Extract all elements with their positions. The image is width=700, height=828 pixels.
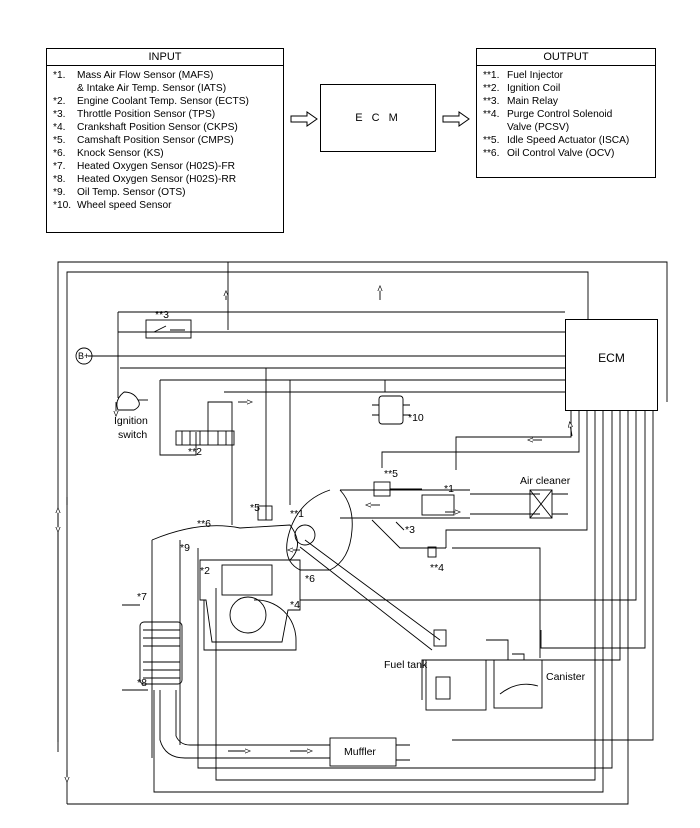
callout-ignition-coil: **2 xyxy=(188,446,203,458)
input-to-ecm-arrow xyxy=(290,111,318,127)
output-list-item-text: Valve (PCSV) xyxy=(507,122,570,133)
isca-shape xyxy=(373,481,391,497)
output-list-item: **6. Oil Control Valve (OCV) xyxy=(483,147,651,160)
output-box: OUTPUT **1. Fuel Injector **2. Ignition Coi… xyxy=(476,48,656,178)
output-list-item-code: **1. xyxy=(483,70,500,81)
input-list-item: *9. Oil Temp. Sensor (OTS) xyxy=(53,186,279,199)
input-list-item: *5. Camshaft Position Sensor (CMPS) xyxy=(53,134,279,147)
output-list-item-text: Purge Control Solenoid xyxy=(507,109,613,120)
output-list-item: **1. Fuel Injector xyxy=(483,69,651,82)
mafs-shape xyxy=(421,494,455,516)
input-list-item-text: Crankshaft Position Sensor (CKPS) xyxy=(77,122,238,133)
output-list-item: **5. Idle Speed Actuator (ISCA) xyxy=(483,134,651,147)
ignition-label-1: Ignition xyxy=(114,415,148,427)
output-list-item-text: Fuel Injector xyxy=(507,70,564,81)
output-list-item-text: Main Relay xyxy=(507,96,558,107)
ignition-coil-shape xyxy=(175,430,235,446)
wheel-speed-sensor-shape xyxy=(378,395,404,425)
callout-ects: *2 xyxy=(200,565,210,577)
fuel-tank-shape xyxy=(425,659,487,711)
ecm-to-output-arrow xyxy=(442,111,470,127)
input-list-item-text: Camshaft Position Sensor (CMPS) xyxy=(77,135,234,146)
callout-ots: *9 xyxy=(180,542,190,554)
input-list-item: *2. Engine Coolant Temp. Sensor (ECTS) xyxy=(53,95,279,108)
input-box-title: INPUT xyxy=(47,49,283,66)
air-cleaner-label: Air cleaner xyxy=(520,475,571,487)
input-list-item-code: *5. xyxy=(53,135,66,146)
input-list-item-code: *10. xyxy=(53,200,72,211)
callout-pcsv: **4 xyxy=(430,562,445,574)
input-list-item-text: Mass Air Flow Sensor (MAFS) xyxy=(77,70,214,81)
output-list-item-code: **4. xyxy=(483,109,500,120)
input-list-item-text: Throttle Position Sensor (TPS) xyxy=(77,109,216,120)
input-list-item-text: Engine Coolant Temp. Sensor (ECTS) xyxy=(77,96,249,107)
cmps-shape xyxy=(257,505,273,521)
input-list-item-text: Heated Oxygen Sensor (H02S)-RR xyxy=(77,174,237,185)
callout-isca: **5 xyxy=(384,468,399,480)
input-list: *1. Mass Air Flow Sensor (MAFS) & Intake A… xyxy=(47,69,283,212)
battery-shape xyxy=(75,347,93,365)
input-list-item-text: Knock Sensor (KS) xyxy=(77,148,164,159)
main-relay-shape xyxy=(145,319,192,339)
input-list-item-text: & Intake Air Temp. Sensor (IATS) xyxy=(77,83,227,94)
input-list-item-code: *9. xyxy=(53,187,66,198)
fuel-tank-label: Fuel tank xyxy=(384,659,428,671)
input-list-item: & Intake Air Temp. Sensor (IATS) xyxy=(53,82,279,95)
canister-label: Canister xyxy=(546,671,586,683)
output-list-item: **2. Ignition Coil xyxy=(483,82,651,95)
pcsv-shape xyxy=(427,546,437,558)
battery-label: B+ xyxy=(78,351,90,361)
input-list-item-code: *3. xyxy=(53,109,66,120)
input-list-item-code: *6. xyxy=(53,148,66,159)
callout-o2-rear: *8 xyxy=(137,677,147,689)
input-list-item: *8. Heated Oxygen Sensor (H02S)-RR xyxy=(53,173,279,186)
output-list: **1. Fuel Injector **2. Ignition Coil **3. Ma… xyxy=(477,69,655,160)
engine-block-shape xyxy=(199,559,301,643)
callout-main-relay: **3 xyxy=(155,309,170,321)
input-list-item-code: *2. xyxy=(53,96,66,107)
output-list-item: **3. Main Relay xyxy=(483,95,651,108)
canister-shape xyxy=(493,659,543,709)
callout-ckps: *4 xyxy=(290,599,300,611)
output-list-item-text: Oil Control Valve (OCV) xyxy=(507,148,615,159)
output-list-item-text: Ignition Coil xyxy=(507,83,561,94)
callout-wheel-speed: *10 xyxy=(408,412,424,424)
callout-o2-front: *7 xyxy=(137,591,147,603)
callout-ocv: **6 xyxy=(197,518,212,530)
input-list-item-text: Heated Oxygen Sensor (H02S)-FR xyxy=(77,161,235,172)
output-list-item: Valve (PCSV) xyxy=(483,121,651,134)
input-box: INPUT *1. Mass Air Flow Sensor (MAFS) & In… xyxy=(46,48,284,233)
input-list-item-code: *1. xyxy=(53,70,66,81)
muffler-shape xyxy=(329,737,397,767)
catalytic-converter-shape xyxy=(139,621,183,685)
output-box-title: OUTPUT xyxy=(477,49,655,66)
output-list-item: **4. Purge Control Solenoid xyxy=(483,108,651,121)
input-list-item: *6. Knock Sensor (KS) xyxy=(53,147,279,160)
output-list-item-code: **6. xyxy=(483,148,500,159)
input-list-item-code: *8. xyxy=(53,174,66,185)
input-list-item: *10. Wheel speed Sensor xyxy=(53,199,279,212)
callout-injector: **1 xyxy=(290,508,305,520)
callout-ks: *6 xyxy=(305,573,315,585)
output-list-item-code: **2. xyxy=(483,83,500,94)
muffler-label: Muffler xyxy=(344,746,376,758)
output-list-item-code: **3. xyxy=(483,96,500,107)
ignition-label-2: switch xyxy=(118,429,148,441)
callout-mafs: *1 xyxy=(444,483,454,495)
output-list-item-text: Idle Speed Actuator (ISCA) xyxy=(507,135,630,146)
input-list-item: *3. Throttle Position Sensor (TPS) xyxy=(53,108,279,121)
callout-cmps: *5 xyxy=(250,502,260,514)
input-list-item-code: *4. xyxy=(53,122,66,133)
output-list-item-code: **5. xyxy=(483,135,500,146)
ecm-block: E C M xyxy=(320,84,436,152)
input-list-item: *4. Crankshaft Position Sensor (CKPS) xyxy=(53,121,279,134)
input-list-item-text: Wheel speed Sensor xyxy=(77,200,172,211)
input-list-item-text: Oil Temp. Sensor (OTS) xyxy=(77,187,186,198)
ecm-unit: ECM xyxy=(565,319,658,411)
input-list-item-code: *7. xyxy=(53,161,66,172)
input-list-item: *7. Heated Oxygen Sensor (H02S)-FR xyxy=(53,160,279,173)
input-list-item: *1. Mass Air Flow Sensor (MAFS) xyxy=(53,69,279,82)
callout-tps: *3 xyxy=(405,524,415,536)
